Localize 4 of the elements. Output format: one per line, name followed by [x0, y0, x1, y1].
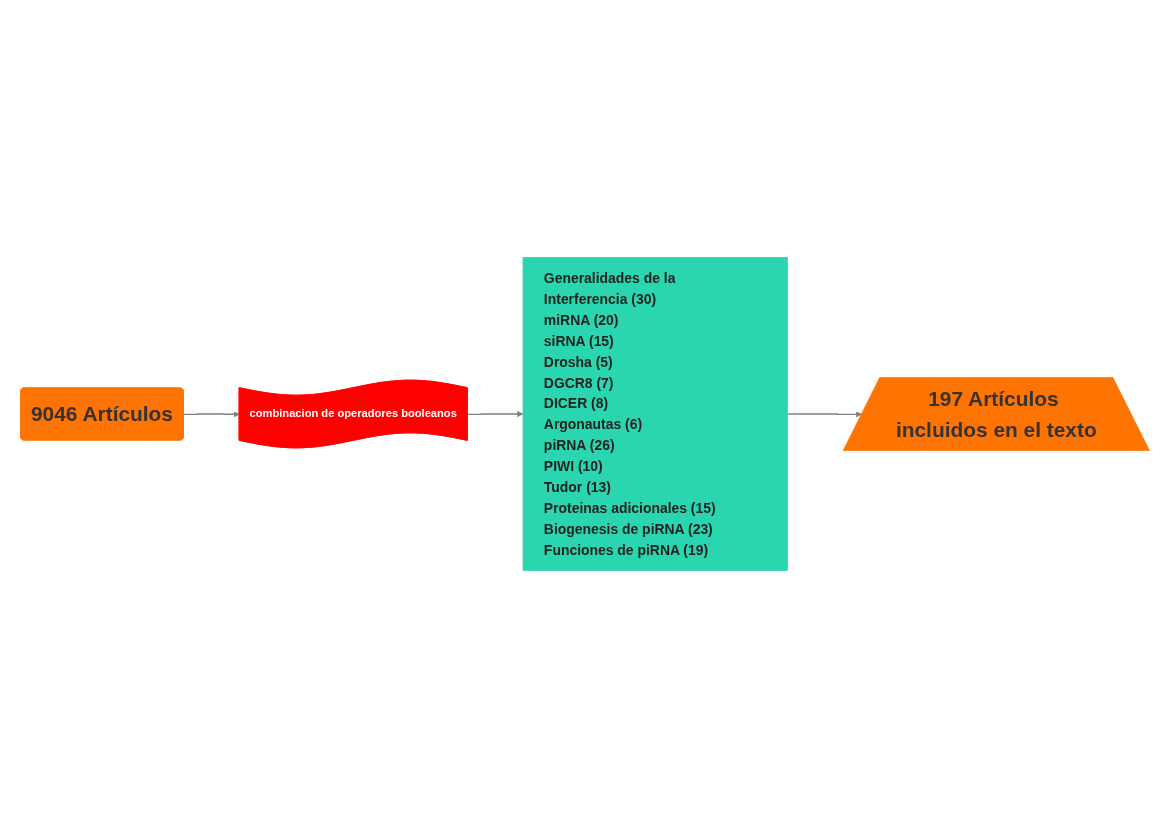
node-box: Generalidades de la Interferencia (30) miRNA (20) siRNA (15) Drosha (5) DGCR8 (7) DICER (8) Argonautas (6) piRNA (26) PIWI (10) Tudor (13) Proteinas adicionales (15) Biogenesis de piRNA (23) Funciones de piRNA (19)	[522, 256, 788, 571]
arrow	[182, 410, 240, 417]
arrow	[786, 410, 862, 417]
arrow	[466, 410, 523, 417]
